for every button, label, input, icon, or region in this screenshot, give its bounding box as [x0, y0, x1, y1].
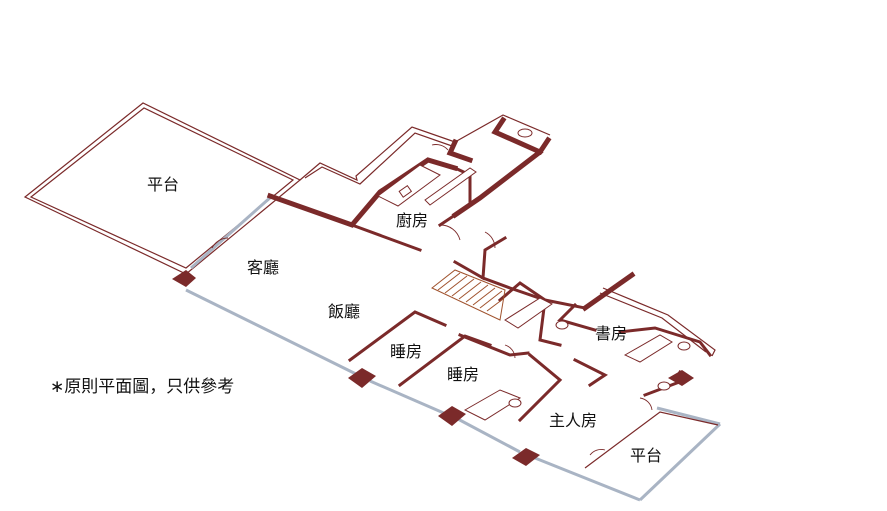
room-label-bedroom-2: 睡房 — [447, 365, 479, 384]
columns — [172, 270, 694, 466]
bathroom-fixtures — [463, 128, 691, 421]
room-label-dining: 飯廳 — [328, 302, 360, 321]
room-label-terrace-right: 平台 — [630, 446, 662, 465]
interior-walls — [266, 116, 713, 423]
disclaimer-note: ∗原則平面圖，只供參考 — [50, 377, 234, 397]
room-label-terrace-left: 平台 — [147, 175, 179, 194]
doors — [211, 144, 653, 456]
room-label-study: 書房 — [595, 324, 627, 343]
room-label-bedroom-1: 睡房 — [390, 342, 422, 361]
building-outline — [299, 114, 716, 357]
room-label-living: 客廳 — [247, 258, 279, 277]
room-label-kitchen: 廚房 — [396, 211, 428, 230]
south-facade-glazing — [185, 194, 722, 502]
kitchen-fixtures — [377, 164, 477, 207]
room-label-master-bedroom: 主人房 — [549, 411, 597, 430]
terrace-right-outline — [584, 411, 719, 469]
staircase — [431, 269, 506, 321]
